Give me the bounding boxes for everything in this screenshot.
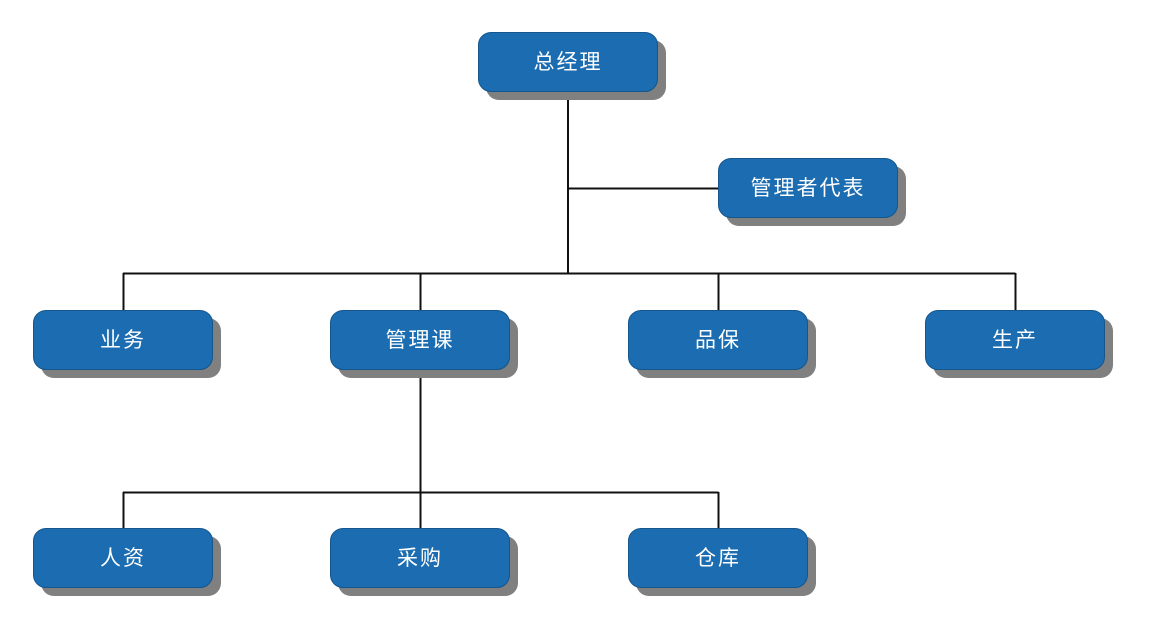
node-management-representative[interactable]: 管理者代表 (718, 158, 906, 226)
node-label-purchasing: 采购 (397, 545, 443, 570)
node-general-manager[interactable]: 总经理 (478, 32, 666, 100)
node-body[interactable]: 采购 (330, 528, 510, 588)
node-label-human-resources: 人资 (100, 545, 146, 570)
node-body[interactable]: 仓库 (628, 528, 808, 588)
node-body[interactable]: 总经理 (478, 32, 658, 92)
node-body[interactable]: 生产 (925, 310, 1105, 370)
node-production[interactable]: 生产 (925, 310, 1113, 378)
node-label-management-representative: 管理者代表 (750, 175, 866, 200)
node-body[interactable]: 品保 (628, 310, 808, 370)
node-human-resources[interactable]: 人资 (33, 528, 221, 596)
node-purchasing[interactable]: 采购 (330, 528, 518, 596)
node-quality-assurance[interactable]: 品保 (628, 310, 816, 378)
node-label-quality-assurance: 品保 (695, 327, 741, 352)
node-label-general-manager: 总经理 (533, 49, 603, 74)
node-label-warehouse: 仓库 (695, 545, 741, 570)
node-label-sales: 业务 (100, 327, 146, 352)
node-label-production: 生产 (992, 327, 1038, 352)
node-body[interactable]: 管理者代表 (718, 158, 898, 218)
node-body[interactable]: 管理课 (330, 310, 510, 370)
node-label-administration: 管理课 (385, 327, 455, 352)
node-warehouse[interactable]: 仓库 (628, 528, 816, 596)
node-body[interactable]: 业务 (33, 310, 213, 370)
node-administration[interactable]: 管理课 (330, 310, 518, 378)
node-body[interactable]: 人资 (33, 528, 213, 588)
node-sales[interactable]: 业务 (33, 310, 221, 378)
